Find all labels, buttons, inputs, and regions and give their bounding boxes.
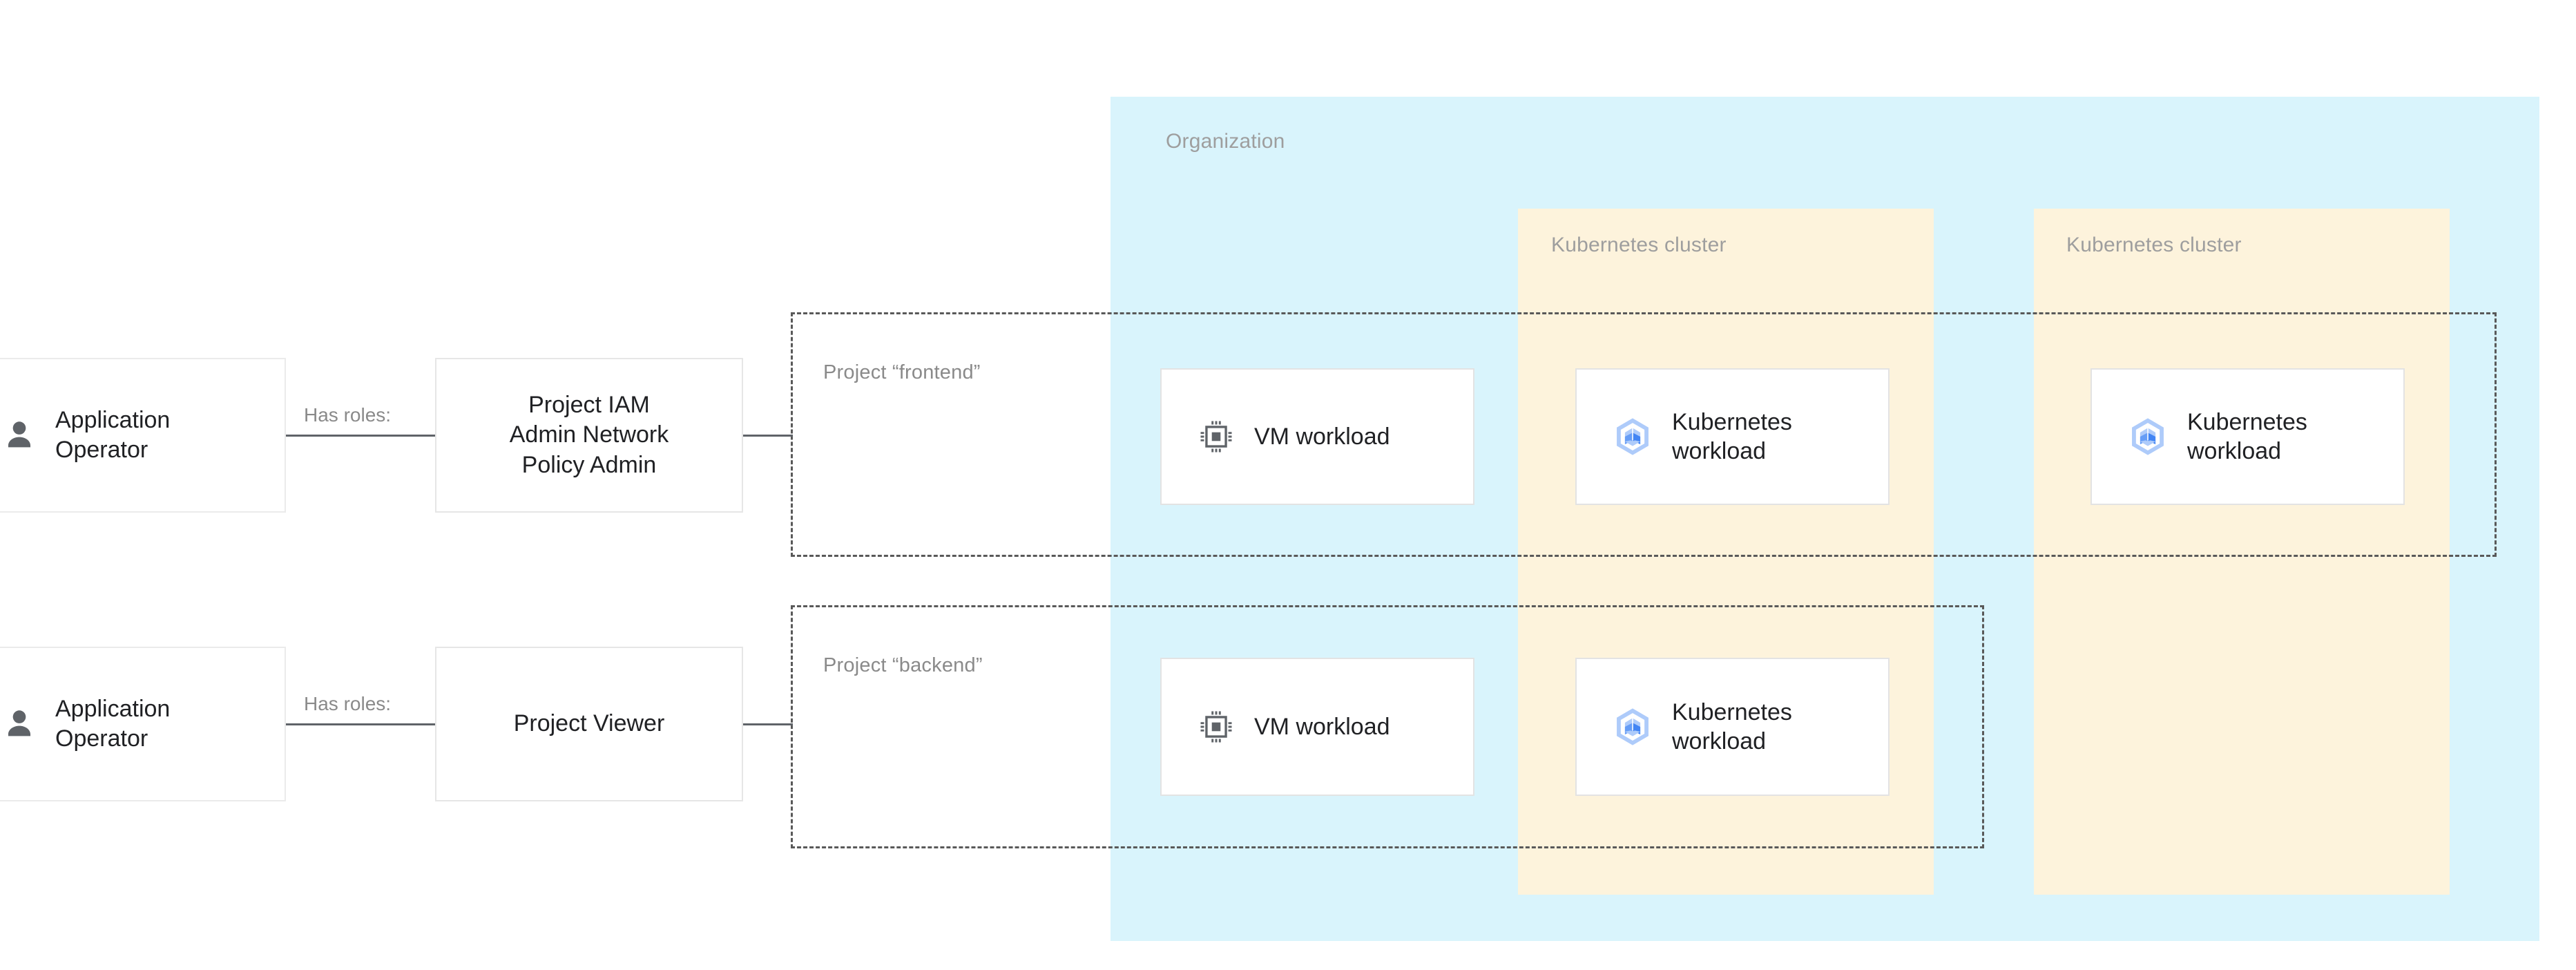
person-icon <box>8 421 31 448</box>
kubernetes-icon <box>1617 708 1649 745</box>
project-boundary-backend <box>791 605 1984 848</box>
workload-card-kubernetes-frontend-cluster1[interactable]: Kubernetes workload <box>1575 368 1890 505</box>
kubernetes-icon <box>1617 418 1649 455</box>
edge-label-has-roles-1: Has roles: <box>304 404 392 426</box>
kubernetes-cluster-1-label: Kubernetes cluster <box>1551 234 1727 256</box>
kubernetes-cluster-2-label: Kubernetes cluster <box>2066 234 2242 256</box>
workload-card-vm-frontend[interactable]: VM workload <box>1160 368 1474 505</box>
connector-actor2-role2 <box>285 723 436 725</box>
workload-card-kubernetes-backend-cluster1[interactable]: Kubernetes workload <box>1575 658 1890 796</box>
actor-card-application-operator-1[interactable]: Application Operator <box>0 358 286 513</box>
role-label: Project IAM Admin Network Policy Admin <box>509 391 669 478</box>
actor-card-application-operator-2[interactable]: Application Operator <box>0 647 286 801</box>
cpu-chip-icon <box>1200 421 1232 453</box>
workload-label: Kubernetes workload <box>1672 698 1792 754</box>
organization-label: Organization <box>1166 130 1285 153</box>
workload-card-vm-backend[interactable]: VM workload <box>1160 658 1474 796</box>
kubernetes-icon <box>2132 418 2164 455</box>
role-card-project-iam-admin[interactable]: Project IAM Admin Network Policy Admin <box>435 358 743 513</box>
edge-label-has-roles-2: Has roles: <box>304 693 392 714</box>
actor-label: Application Operator <box>55 696 171 752</box>
workload-label: Kubernetes workload <box>2187 408 2307 464</box>
connector-actor1-role1 <box>285 435 436 437</box>
connector-role2-project-backend <box>742 723 793 725</box>
workload-label: VM workload <box>1254 423 1390 450</box>
cpu-chip-icon <box>1200 711 1232 743</box>
kubernetes-cluster-2 <box>2034 209 2450 895</box>
person-icon <box>8 710 31 736</box>
workload-card-kubernetes-frontend-cluster2[interactable]: Kubernetes workload <box>2090 368 2405 505</box>
role-label: Project Viewer <box>513 710 665 737</box>
actor-label: Application Operator <box>55 407 171 463</box>
role-card-project-viewer[interactable]: Project Viewer <box>435 647 743 801</box>
workload-label: Kubernetes workload <box>1672 408 1792 464</box>
workload-label: VM workload <box>1254 713 1390 740</box>
project-frontend-label: Project “frontend” <box>823 361 981 383</box>
project-backend-label: Project “backend” <box>823 654 983 676</box>
connector-role1-project-frontend <box>742 435 793 437</box>
